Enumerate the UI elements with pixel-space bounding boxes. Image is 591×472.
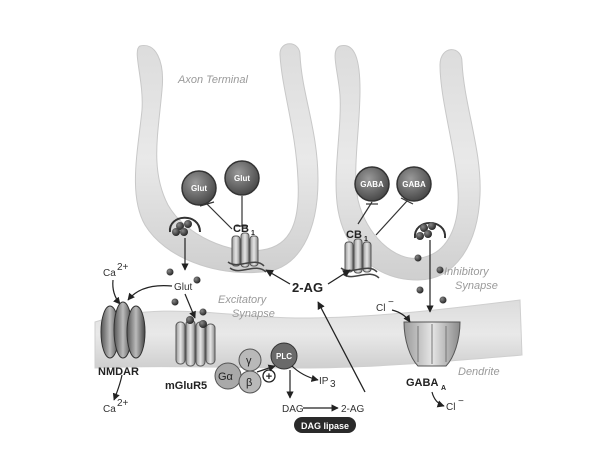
ca-bottom-label: Ca 2+: [103, 398, 129, 415]
dendrite-label: Dendrite: [458, 366, 500, 378]
glut-vesicle-2: Glut: [224, 160, 260, 196]
svg-text:Ca: Ca: [103, 268, 116, 279]
gaba-vesicle-2: GABA: [396, 166, 432, 202]
svg-text:GABA: GABA: [360, 180, 384, 189]
inhibitory-synapse-label-2: Synapse: [455, 280, 498, 292]
svg-text:Glut: Glut: [234, 174, 250, 183]
ca-top-label: Ca 2+: [103, 262, 129, 279]
svg-text:DAG lipase: DAG lipase: [301, 421, 349, 431]
glut-arrows: [127, 285, 196, 319]
mglur5-receptor: [175, 316, 216, 367]
svg-text:Cl: Cl: [446, 402, 455, 413]
svg-text:CB: CB: [346, 229, 362, 241]
g-protein: Gα γ β: [214, 348, 262, 394]
gaba-release-dots: [414, 240, 447, 313]
svg-text:GABA: GABA: [402, 180, 426, 189]
glut-vesicle-1: Glut: [181, 170, 217, 206]
nmdar-channel: [100, 301, 146, 359]
dag-label: DAG: [282, 404, 304, 415]
gaba-a-label: GABA: [406, 377, 438, 389]
svg-text:β: β: [246, 377, 252, 389]
plc-enzyme: PLC: [270, 342, 298, 370]
inhibitory-synapse-label-1: Inhibitory: [444, 266, 490, 278]
cb1-receptor-right: CB 1: [340, 229, 380, 279]
svg-text:3: 3: [330, 379, 336, 390]
svg-text:2+: 2+: [117, 398, 129, 409]
svg-text:1: 1: [251, 230, 255, 237]
left-axon-terminal: [134, 43, 319, 274]
svg-text:−: −: [458, 396, 464, 407]
cl-top-label: Cl −: [376, 297, 394, 314]
plus-activation-icon: +: [262, 369, 276, 383]
excitatory-synapse-label-2: Synapse: [232, 308, 275, 320]
svg-text:Cl: Cl: [376, 303, 385, 314]
svg-text:Glut: Glut: [191, 184, 207, 193]
two-ag-center-label: 2-AG: [292, 280, 323, 295]
mglur5-label: mGluR5: [165, 380, 207, 392]
svg-text:+: +: [266, 371, 272, 383]
svg-text:PLC: PLC: [276, 352, 292, 361]
excitatory-release-vesicle: [168, 216, 201, 236]
plc-arrows: [286, 365, 339, 412]
gaba-a-receptor: [403, 321, 461, 367]
dag-lipase-badge: DAG lipase: [294, 417, 356, 433]
svg-text:1: 1: [364, 236, 368, 243]
svg-text:−: −: [388, 297, 394, 308]
svg-text:γ: γ: [246, 355, 252, 367]
glut-release-dots: [166, 238, 207, 316]
gaba-a-subscript: A: [441, 385, 446, 392]
cl-bottom-label: Cl −: [446, 396, 464, 413]
inhibitory-release-vesicle: [413, 222, 447, 240]
glut-label: Glut: [174, 282, 193, 293]
svg-text:Gα: Gα: [218, 371, 234, 383]
ip3-label: IP 3: [319, 376, 336, 390]
right-axon-terminal: [334, 44, 481, 281]
excitatory-synapse-label-1: Excitatory: [218, 294, 268, 306]
svg-text:CB: CB: [233, 223, 249, 235]
svg-text:2+: 2+: [117, 262, 129, 273]
two-ag-arrows: [265, 269, 366, 393]
gaba-vesicle-1: GABA: [354, 166, 390, 202]
nmdar-label: NMDAR: [98, 366, 139, 378]
svg-text:Ca: Ca: [103, 404, 116, 415]
svg-text:IP: IP: [319, 376, 329, 387]
axon-terminal-label: Axon Terminal: [177, 74, 248, 86]
inhibition-lines: [199, 196, 414, 236]
two-ag-bottom-label: 2-AG: [341, 404, 365, 415]
cb1-receptor-left: CB 1: [227, 223, 267, 273]
